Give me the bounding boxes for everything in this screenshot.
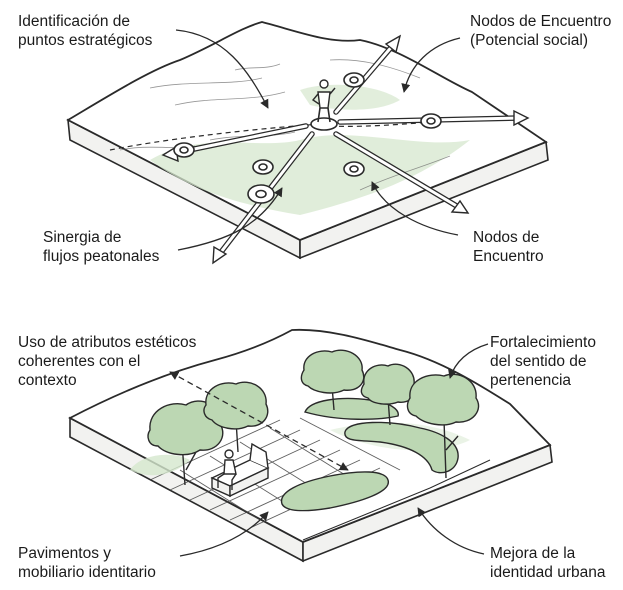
label-line: flujos peatonales — [43, 248, 160, 265]
label-identificacion-puntos: Identificación de puntos estratégicos — [18, 12, 152, 50]
label-nodos-encuentro: Nodos de Encuentro — [473, 228, 544, 266]
label-line: Nodos de Encuentro — [470, 13, 612, 30]
label-line: Encuentro — [473, 248, 544, 265]
label-nodos-potencial-social: Nodos de Encuentro (Potencial social) — [470, 12, 611, 50]
label-line: contexto — [18, 372, 77, 389]
label-line: coherentes con el — [18, 353, 141, 370]
label-mejora-identidad: Mejora de la identidad urbana — [490, 544, 606, 582]
label-line: del sentido de — [490, 353, 587, 370]
label-atributos-esteticos: Uso de atributos estéticos coherentes co… — [18, 333, 196, 390]
aesthetic-axis-dashed — [169, 371, 349, 471]
label-line: Uso de atributos estéticos — [18, 334, 197, 351]
tree — [360, 363, 417, 426]
label-line: Nodos de — [473, 229, 540, 246]
label-line: Identificación de — [18, 13, 131, 30]
label-line: Fortalecimiento — [490, 334, 596, 351]
label-line: mobiliario identitario — [18, 564, 156, 581]
label-line: Sinergia de — [43, 229, 122, 246]
top-leader-arrows — [175, 29, 461, 251]
bottom-leader-arrows — [179, 343, 489, 557]
label-line: Pavimentos y — [18, 545, 112, 562]
label-line: (Potencial social) — [470, 32, 589, 49]
label-line: Mejora de la — [490, 545, 576, 562]
label-pavimentos-mobiliario: Pavimentos y mobiliario identitario — [18, 544, 156, 582]
label-line: pertenencia — [490, 372, 572, 389]
tree — [406, 373, 480, 479]
node-markers — [173, 72, 442, 204]
label-sinergia-flujos: Sinergia de flujos peatonales — [43, 228, 159, 266]
label-fortalecimiento-pertenencia: Fortalecimiento del sentido de pertenenc… — [490, 333, 596, 390]
standing-person-figure — [310, 79, 338, 131]
label-line: puntos estratégicos — [18, 32, 153, 49]
label-line: identidad urbana — [490, 564, 606, 581]
